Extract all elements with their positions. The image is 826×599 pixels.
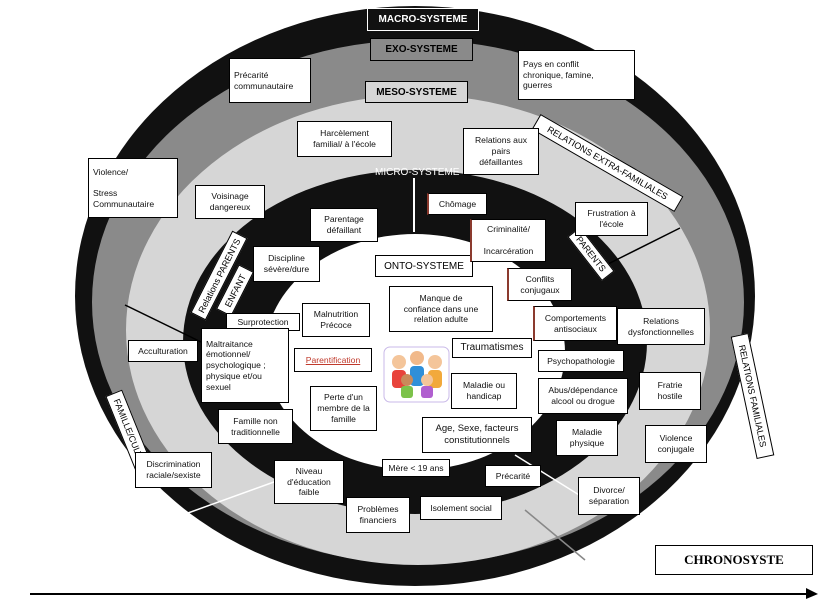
meso-title: MESO-SYSTEME [365, 81, 468, 103]
box-perte: Perte d'un membre de la famille [310, 386, 377, 431]
divider-right [605, 227, 681, 266]
box-parentage: Parentage défaillant [310, 208, 378, 242]
box-conflits: Conflits conjugaux [507, 268, 572, 301]
box-precarite-communautaire: Précarité communautaire [229, 58, 311, 103]
macro-title: MACRO-SYSTEME [367, 8, 479, 31]
box-age-sexe: Age, Sexe, facteurs constitutionnels [422, 417, 532, 453]
box-maltraitance: Maltraitance émotionnel/ psychologique ;… [201, 328, 289, 403]
box-abus: Abus/dépendance alcool ou drogue [538, 378, 628, 414]
arrow-right-icon [806, 588, 818, 599]
box-problemes-financiers: Problèmes financiers [346, 497, 410, 533]
box-discrimination: Discrimination raciale/sexiste [135, 452, 212, 488]
onto-title: ONTO-SYSTEME [375, 255, 473, 277]
exo-title: EXO-SYSTEME [370, 38, 473, 61]
box-traumatismes: Traumatismes [452, 338, 532, 358]
divider-bottom-right-2 [524, 509, 586, 561]
box-relations-dysfonctionnelles: Relations dysfonctionnelles [617, 308, 705, 345]
box-violence-conjugale: Violence conjugale [645, 425, 707, 463]
children-group-icon [383, 346, 450, 403]
micro-title: MICRO-SYSTEME [375, 167, 460, 178]
box-precarite: Précarité [485, 465, 541, 487]
box-fratrie: Fratrie hostile [639, 372, 701, 410]
box-frustration: Frustration à l'école [575, 202, 648, 236]
box-harcelement: Harcèlement familial/ à l'école [297, 121, 392, 157]
box-relations-pairs: Relations aux pairs défaillantes [463, 128, 539, 175]
box-parentification: Parentification [294, 348, 372, 372]
box-niveau-education: Niveau d'éducation faible [274, 460, 344, 504]
box-comportements: Comportements antisociaux [533, 306, 617, 341]
box-maladie-physique: Maladie physique [556, 420, 618, 456]
box-manque-confiance: Manque de confiance dans une relation ad… [389, 286, 493, 332]
box-maladie-handicap: Maladie ou handicap [451, 373, 517, 409]
box-malnutrition: Malnutrition Précoce [302, 303, 370, 337]
box-famille-non-trad: Famille non traditionnelle [218, 409, 293, 444]
chrono-title: CHRONOSYSTE [655, 545, 813, 575]
box-divorce: Divorce/ séparation [578, 477, 640, 515]
box-chomage: Chômage [427, 193, 487, 215]
box-isolement: Isolement social [420, 496, 502, 520]
box-discipline: Discipline sévère/dure [253, 246, 320, 282]
box-pays-conflit: Pays en conflit chronique, famine, guerr… [518, 50, 635, 100]
box-voisinage: Voisinage dangereux [195, 185, 265, 219]
divider-bottom-left [187, 477, 286, 514]
box-criminalite: Criminalité/ Incarcération [470, 219, 546, 262]
box-psychopathologie: Psychopathologie [538, 350, 624, 372]
box-mere19: Mère < 19 ans [382, 459, 450, 477]
box-violence-stress: Violence/ Stress Communautaire [88, 158, 178, 218]
box-acculturation: Acculturation [128, 340, 198, 362]
